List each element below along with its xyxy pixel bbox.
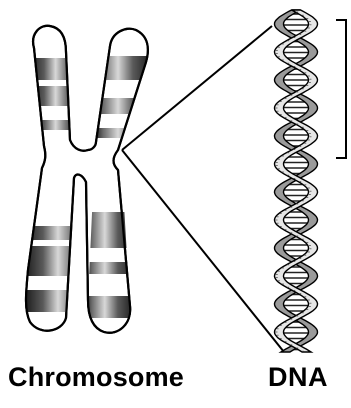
chromosome-bands-left-lower	[22, 226, 82, 312]
dna-helix	[275, 10, 318, 352]
chromosome-label: Chromosome	[8, 362, 184, 393]
zoom-line-bottom	[122, 150, 284, 352]
chromosome-bands-right-lower	[84, 212, 136, 318]
dna-bracket	[336, 20, 346, 158]
dna-label: DNA	[268, 362, 328, 393]
chromosome	[22, 26, 154, 333]
